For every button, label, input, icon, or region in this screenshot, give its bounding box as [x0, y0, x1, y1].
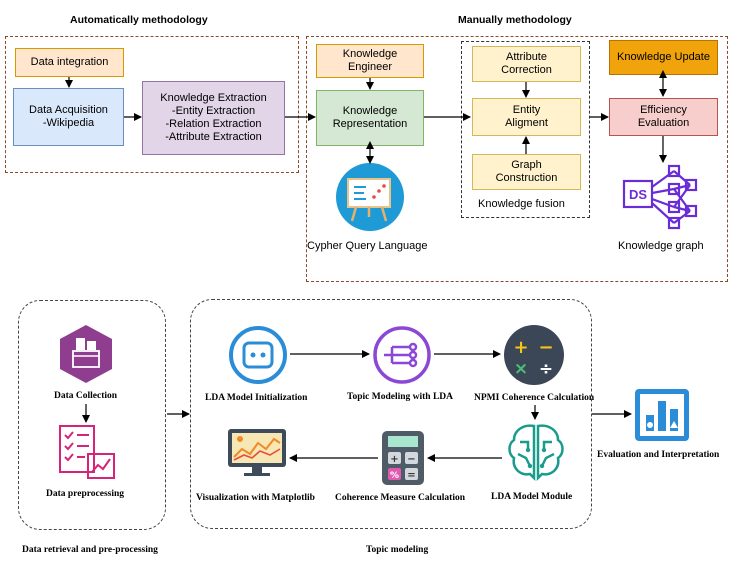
svg-text:+: +: [513, 337, 528, 358]
visualization-label: Visualization with Matplotlib: [196, 493, 315, 503]
topic-modeling-group: [190, 299, 592, 529]
svg-text:−: −: [538, 337, 553, 358]
data-collection-icon: [60, 325, 112, 383]
cypher-whiteboard-icon: [336, 163, 404, 231]
coherence-label: Coherence Measure Calculation: [335, 493, 465, 503]
knowledge-graph-icon: DS: [622, 164, 698, 230]
knowledge-update-box: Knowledge Update: [609, 40, 718, 75]
data-preprocessing-label: Data preprocessing: [46, 489, 125, 499]
cypher-label: Cypher Query Language: [307, 240, 428, 252]
topic-modeling-group-label: Topic modeling: [366, 545, 429, 555]
evaluation-label: Evaluation and Interpretation: [597, 450, 720, 460]
knowledge-fusion-label: Knowledge fusion: [478, 198, 565, 210]
efficiency-evaluation-box: Efficiency Evaluation: [609, 98, 718, 136]
data-retrieval-group: [18, 300, 166, 530]
data-collection-label: Data Collection: [54, 391, 118, 401]
auto-methodology-group: [5, 36, 299, 173]
data-retrieval-label: Data retrieval and pre-processing: [22, 545, 158, 555]
topic-modeling-icon: [373, 326, 431, 384]
topic-modeling-label: Topic Modeling with LDA: [347, 392, 454, 402]
auto-methodology-title: Automatically methodology: [70, 14, 208, 26]
lda-init-icon: [229, 326, 287, 384]
knowledge-representation-box: Knowledge Representation: [316, 90, 424, 146]
visualization-monitor-icon: [228, 429, 286, 476]
data-acquisition-box: Data Acquisition -Wikipedia: [13, 88, 124, 146]
evaluation-chart-icon: [635, 389, 689, 441]
lda-init-label: LDA Model Initialization: [205, 393, 308, 403]
knowledge-graph-label: Knowledge graph: [618, 240, 704, 252]
svg-text:%: %: [390, 471, 399, 481]
graph-construction-box: Graph Construction: [472, 154, 581, 190]
ds-text: DS: [629, 187, 647, 202]
svg-text:×: ×: [514, 359, 528, 379]
lda-module-brain-icon: [508, 424, 564, 482]
manual-methodology-group: [306, 36, 728, 282]
knowledge-engineer-box: Knowledge Engineer: [316, 44, 424, 78]
svg-text:=: =: [407, 470, 415, 481]
svg-text:÷: ÷: [539, 359, 553, 379]
npmi-math-icon: + − × ÷: [504, 325, 564, 385]
manual-methodology-title: Manually methodology: [458, 14, 572, 26]
coherence-calculator-icon: + − % =: [382, 431, 424, 485]
data-preprocessing-icon: [59, 425, 115, 479]
svg-text:−: −: [407, 454, 415, 465]
data-integration-box: Data integration: [15, 48, 124, 77]
entity-alignment-box: Entity Aligment: [472, 98, 581, 136]
lda-module-label: LDA Model Module: [491, 492, 573, 502]
knowledge-extraction-box: Knowledge Extraction -Entity Extraction …: [142, 81, 285, 155]
knowledge-fusion-group: [461, 41, 590, 218]
svg-text:+: +: [390, 454, 398, 465]
attribute-correction-box: Attribute Correction: [472, 46, 581, 82]
npmi-label: NPMI Coherence Calculation: [474, 393, 595, 403]
